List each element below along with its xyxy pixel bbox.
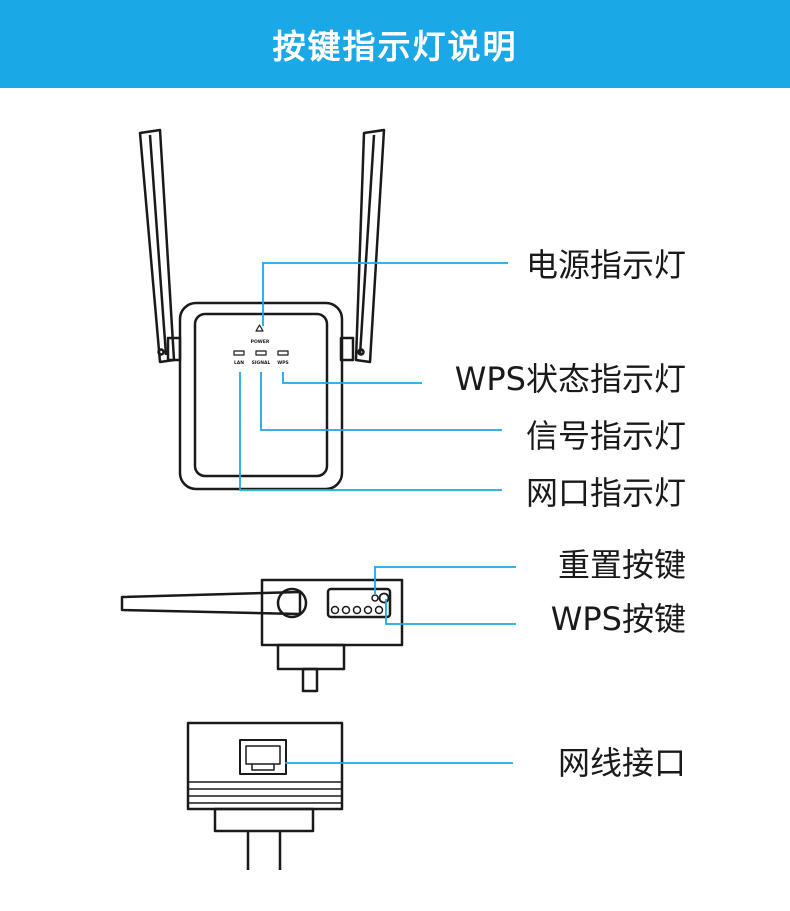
power-icon <box>255 324 264 332</box>
front-panel <box>193 312 329 478</box>
reset-leader-line <box>374 566 516 595</box>
bottom-view <box>186 721 344 870</box>
wps-led <box>277 350 289 356</box>
wps-button-leader-line <box>385 599 516 625</box>
lan-led-label: 网口指示灯 <box>525 474 686 512</box>
side-antenna <box>120 590 302 616</box>
power-leader-line <box>262 262 508 326</box>
left-antenna <box>138 128 182 364</box>
header-banner: 按键指示灯说明 <box>0 0 790 88</box>
side-button-panel <box>326 587 392 619</box>
signal-led <box>255 350 267 356</box>
signal-led-label: 信号指示灯 <box>525 417 686 455</box>
right-antenna <box>339 128 386 364</box>
lan-leader-line <box>239 372 502 491</box>
lan-text: LAN <box>234 360 244 366</box>
wps-button-label: WPS按键 <box>550 600 686 638</box>
ethernet-port-label: 网线接口 <box>557 744 686 782</box>
wps-button <box>378 592 390 604</box>
signal-leader-line <box>260 372 502 431</box>
device-diagram: POWER LAN SIGNAL WPS <box>120 128 516 870</box>
page-title: 按键指示灯说明 <box>272 27 518 66</box>
reset-button <box>371 594 379 602</box>
signal-text: SIGNAL <box>252 360 271 366</box>
ethernet-port <box>239 739 287 775</box>
wps-text: WPS <box>277 360 289 366</box>
power-led-label: 电源指示灯 <box>525 246 686 284</box>
reset-button-label: 重置按键 <box>557 546 686 584</box>
wps-led-label: WPS状态指示灯 <box>454 360 686 398</box>
lan-led <box>233 350 245 356</box>
side-view <box>120 578 404 693</box>
wps-leader-line <box>282 372 422 384</box>
front-housing <box>178 301 344 491</box>
power-text: POWER <box>251 339 270 345</box>
